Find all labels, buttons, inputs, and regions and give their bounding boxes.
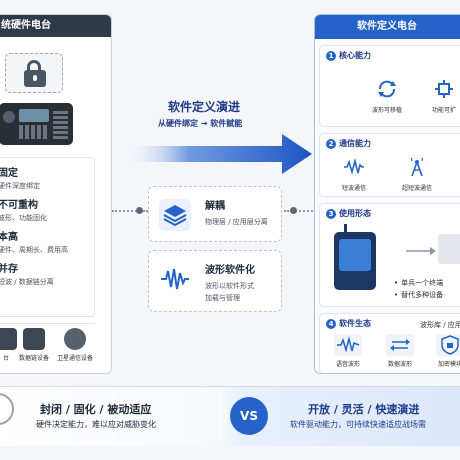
vs-badge: VS xyxy=(230,397,268,435)
capability-label: 功能可扩 xyxy=(432,107,457,114)
trait-heading: 固定 xyxy=(0,168,18,179)
expand-icon xyxy=(435,80,453,98)
layers-icon xyxy=(159,199,191,231)
closed-icon xyxy=(0,393,14,425)
device-caption: 卫星通信设备 xyxy=(57,355,94,362)
antenna-tower-icon xyxy=(411,156,423,177)
traditional-radio-title: 统硬件电台 xyxy=(0,15,111,37)
hf-wave-icon xyxy=(344,157,364,175)
trait-detail: 硬件、周期长、费用高 xyxy=(0,246,68,254)
card-title: 解耦 xyxy=(205,201,225,212)
legacy-devices-row: 台 数据链设备 卫星通信设备 xyxy=(0,323,95,373)
comparison-bar: 封闭 / 固化 / 被动适应 硬件决定能力，难以应对威胁变化 VS 开放 / 灵… xyxy=(0,386,460,446)
capability-item: 短波通信 xyxy=(342,157,367,192)
waveform-icon xyxy=(159,263,191,295)
ecosystem-label: 语音波形 xyxy=(335,361,360,368)
card-detail: 物理层 / 应用层分离 xyxy=(205,218,268,226)
sdr-handheld-image xyxy=(334,224,376,290)
usage-bullet: 替代多种设备 xyxy=(394,290,443,300)
trait-detail: 波形、功能固化 xyxy=(0,214,47,222)
ecosystem-item: 数据波形 xyxy=(386,334,414,368)
trait-detail: 硬件深度绑定 xyxy=(0,182,40,190)
legacy-device: 数据链设备 xyxy=(19,324,49,362)
datalink-device-icon xyxy=(23,328,45,350)
radio-device-icon xyxy=(0,328,17,350)
closed-summary-detail: 硬件决定能力，难以应对威胁变化 xyxy=(36,420,156,429)
ecosystem-label: 加密模块 xyxy=(437,361,460,368)
capability-label: 短波通信 xyxy=(342,185,367,192)
capability-label: 波形可移植 xyxy=(372,107,403,114)
capability-label: 超短波通信 xyxy=(402,185,433,192)
connector-line xyxy=(284,210,316,212)
trait-item: 不可重构 波形、功能固化 xyxy=(0,196,94,223)
ecosystem-item: 加密模块 xyxy=(436,334,460,368)
trait-heading: 本高 xyxy=(0,232,18,243)
data-exchange-icon xyxy=(386,334,414,356)
connector-line xyxy=(112,210,148,212)
evolution-subtitle: 从硬件绑定 → 软件赋能 xyxy=(158,119,243,128)
replace-arrow-icon xyxy=(406,247,436,255)
trait-item: 并存 短波 / 数据链分离 xyxy=(0,260,94,287)
sdr-title: 软件定义电台 xyxy=(315,15,460,39)
hardware-radio-image xyxy=(0,103,73,145)
connector-dot xyxy=(290,207,297,214)
device-caption: 数据链设备 xyxy=(19,355,50,362)
decoupling-card: 解耦 物理层 / 应用层分离 xyxy=(148,186,282,242)
satellite-dish-icon xyxy=(64,328,86,350)
lock-icon xyxy=(5,53,63,93)
legacy-device: 卫星通信设备 xyxy=(57,324,93,362)
trait-item: 本高 硬件、周期长、费用高 xyxy=(0,228,94,255)
trait-detail: 短波 / 数据链分离 xyxy=(0,278,54,286)
open-summary-title: 开放 / 灵活 / 快速演进 xyxy=(308,403,420,416)
card-detail: 加载与管理 xyxy=(205,294,240,302)
shield-lock-icon xyxy=(436,334,460,356)
port-cycle-icon xyxy=(378,80,396,98)
traditional-radio-panel: 统硬件电台 固定 硬件深度绑定 不可重构 波形、功能固化 本高 硬件、周期长、费… xyxy=(0,14,112,374)
legacy-radio-icon xyxy=(438,234,460,264)
trait-heading: 不可重构 xyxy=(0,200,38,211)
ecosystem-label: 数据波形 xyxy=(387,361,412,368)
trait-heading: 并存 xyxy=(0,264,18,275)
voice-waveform-icon xyxy=(334,334,362,356)
capability-item: 波形可移植 xyxy=(372,80,402,114)
capability-item: 超短波通信 xyxy=(402,156,433,192)
evolution-arrow-icon xyxy=(122,134,312,174)
card-detail: 波形以软件形式 xyxy=(205,282,254,290)
card-title: 波形软件化 xyxy=(205,265,255,276)
legacy-device: 台 xyxy=(0,324,17,362)
evolution-title: 软件定义演进 xyxy=(168,100,241,114)
usage-bullet: 单兵一个终端 xyxy=(394,278,443,288)
ecosystem-note: 波形库 / 应用 xyxy=(420,321,460,329)
device-caption: 台 xyxy=(2,355,9,362)
ecosystem-item: 语音波形 xyxy=(334,334,362,368)
waveform-software-card: 波形软件化 波形以软件形式 加载与管理 xyxy=(148,250,282,312)
trait-item: 固定 硬件深度绑定 xyxy=(0,164,94,191)
traditional-traits-list: 固定 硬件深度绑定 不可重构 波形、功能固化 本高 硬件、周期长、费用高 并存 … xyxy=(0,157,95,317)
capability-item: 功能可扩 xyxy=(432,80,456,114)
closed-summary-title: 封闭 / 固化 / 被动适应 xyxy=(40,403,152,416)
connector-dot xyxy=(136,207,143,214)
open-summary-detail: 软件驱动能力，可持续快速适应战场需 xyxy=(290,420,426,429)
